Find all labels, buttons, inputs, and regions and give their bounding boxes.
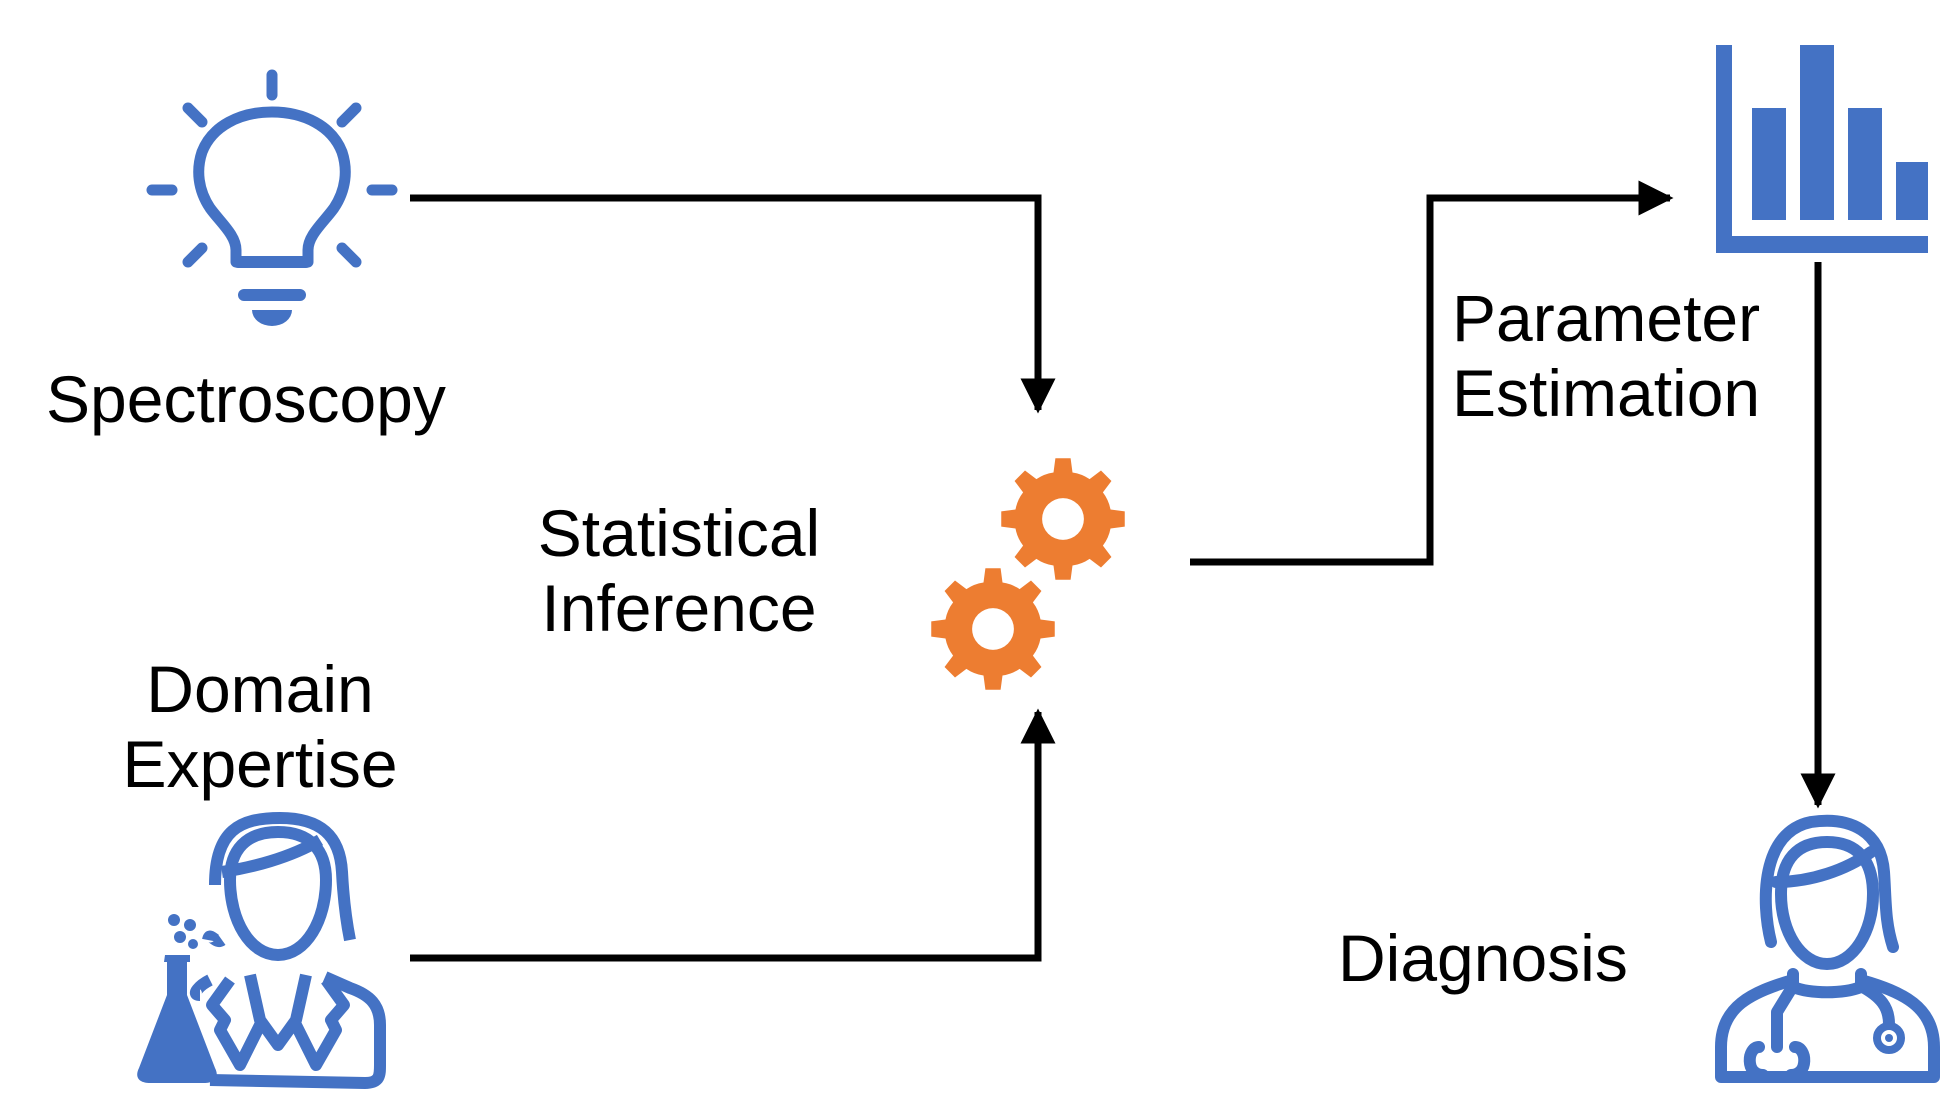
arrow-expertise-to-inference — [410, 708, 1056, 962]
arrow-spectroscopy-to-inference — [410, 194, 1056, 414]
parameter-estimation-label: Parameter Estimation — [1452, 281, 1760, 430]
domain-expertise-line-1: Domain — [146, 652, 374, 726]
parameter-estimation-line-1: Parameter — [1452, 281, 1761, 355]
lightbulb-icon — [146, 69, 398, 326]
bar-chart-icon — [1716, 45, 1928, 253]
domain-expertise-line-2: Expertise — [122, 726, 398, 801]
diagnosis-label: Diagnosis — [1338, 921, 1628, 995]
statistical-inference-label: Statistical Inference — [516, 496, 842, 645]
domain-expertise-label: Domain Expertise — [100, 652, 420, 801]
statistical-inference-line-1: Statistical — [537, 496, 821, 570]
doctor-with-stethoscope-icon — [1715, 814, 1940, 1083]
connector-arrows — [410, 180, 1836, 962]
arrow-inference-to-parameter — [1190, 180, 1674, 566]
spectroscopy-label: Spectroscopy — [46, 362, 446, 436]
gears-icon — [931, 458, 1125, 690]
parameter-estimation-line-2: Estimation — [1452, 355, 1761, 430]
statistical-inference-line-2: Inference — [541, 570, 817, 645]
scientist-with-flask-icon — [137, 812, 386, 1089]
